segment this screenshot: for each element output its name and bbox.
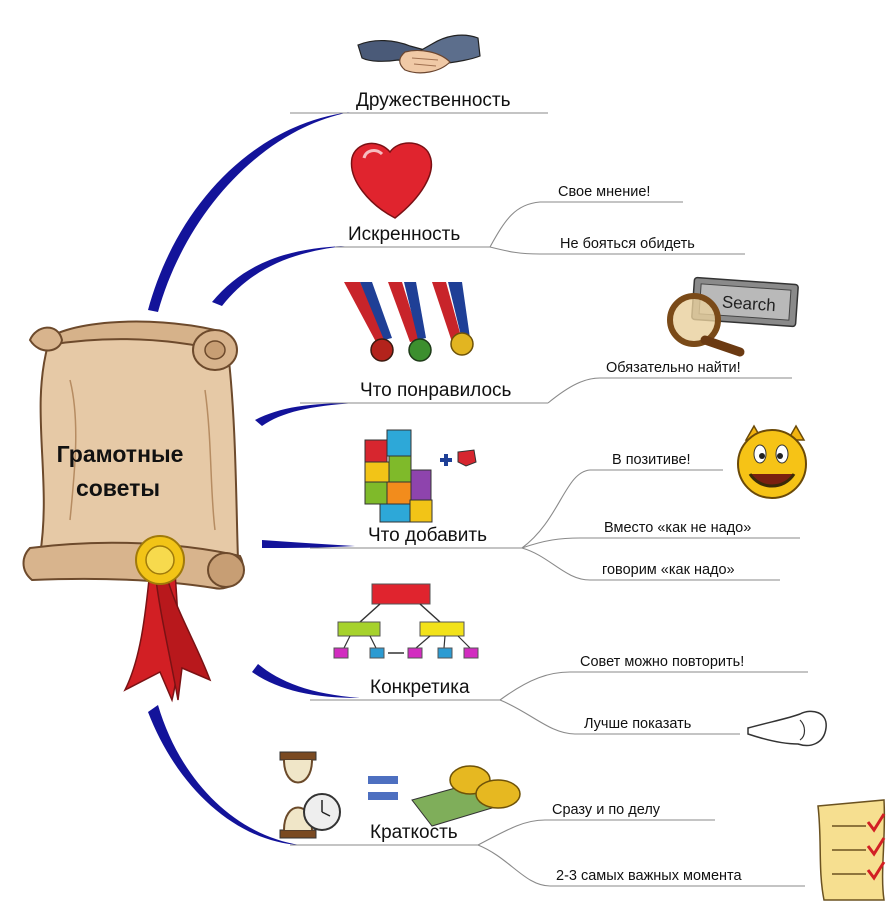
sub-label-instead: Вместо «как не надо» [604, 520, 751, 536]
medals-icon [344, 282, 474, 362]
branch-label-brevity: Краткость [370, 822, 458, 843]
central-title-line1: Грамотные [57, 441, 184, 467]
branch-curve-sincerity [212, 246, 345, 306]
sub-label-straight: Сразу и по делу [552, 802, 661, 818]
search-magnifier-icon: Search [667, 276, 799, 357]
central-scroll: Грамотные советы [22, 320, 245, 703]
branch-curves [148, 112, 360, 845]
connector-lines [290, 112, 808, 887]
sub-label-positive: В позитиве! [612, 452, 691, 468]
sub-label-must-find: Обязательно найти! [606, 360, 741, 376]
branch-label-friendliness: Дружественность [356, 90, 511, 111]
branch-label-sincerity: Искренность [348, 224, 460, 245]
flowchart-icon [333, 583, 479, 659]
branch-curve-brevity [148, 705, 300, 845]
sub-label-own-opinion: Свое мнение! [558, 184, 650, 200]
branch-curve-liked [255, 403, 355, 426]
checklist-icon [817, 799, 886, 901]
branch-label-specific: Конкретика [370, 677, 470, 698]
sub-label-say-how: говорим «как надо» [602, 562, 735, 578]
sub-label-show: Лучше показать [584, 716, 691, 732]
central-title-line2: советы [76, 475, 160, 501]
search-word: Search [721, 292, 776, 315]
branch-curve-add [262, 540, 355, 548]
time-equals-money-icon [279, 751, 521, 839]
sub-label-repeat: Совет можно повторить! [580, 654, 744, 670]
pointing-hand-icon [747, 710, 827, 747]
sub-label-not-afraid: Не бояться обидеть [560, 236, 695, 252]
heart-icon [350, 142, 433, 219]
sub-label-key-points: 2-3 самых важных момента [556, 868, 743, 884]
smiley-icon [737, 424, 807, 499]
branch-curve-specific [252, 664, 360, 698]
sub-labels: Свое мнение! Не бояться обидеть Обязател… [552, 184, 751, 884]
puzzle-icon [364, 429, 477, 523]
handshake-icon [357, 34, 481, 74]
branch-label-liked: Что понравилось [360, 380, 512, 401]
branch-label-add: Что добавить [368, 525, 487, 546]
main-labels: Дружественность Искренность Что понравил… [348, 90, 512, 843]
branch-curve-friendliness [148, 112, 350, 312]
